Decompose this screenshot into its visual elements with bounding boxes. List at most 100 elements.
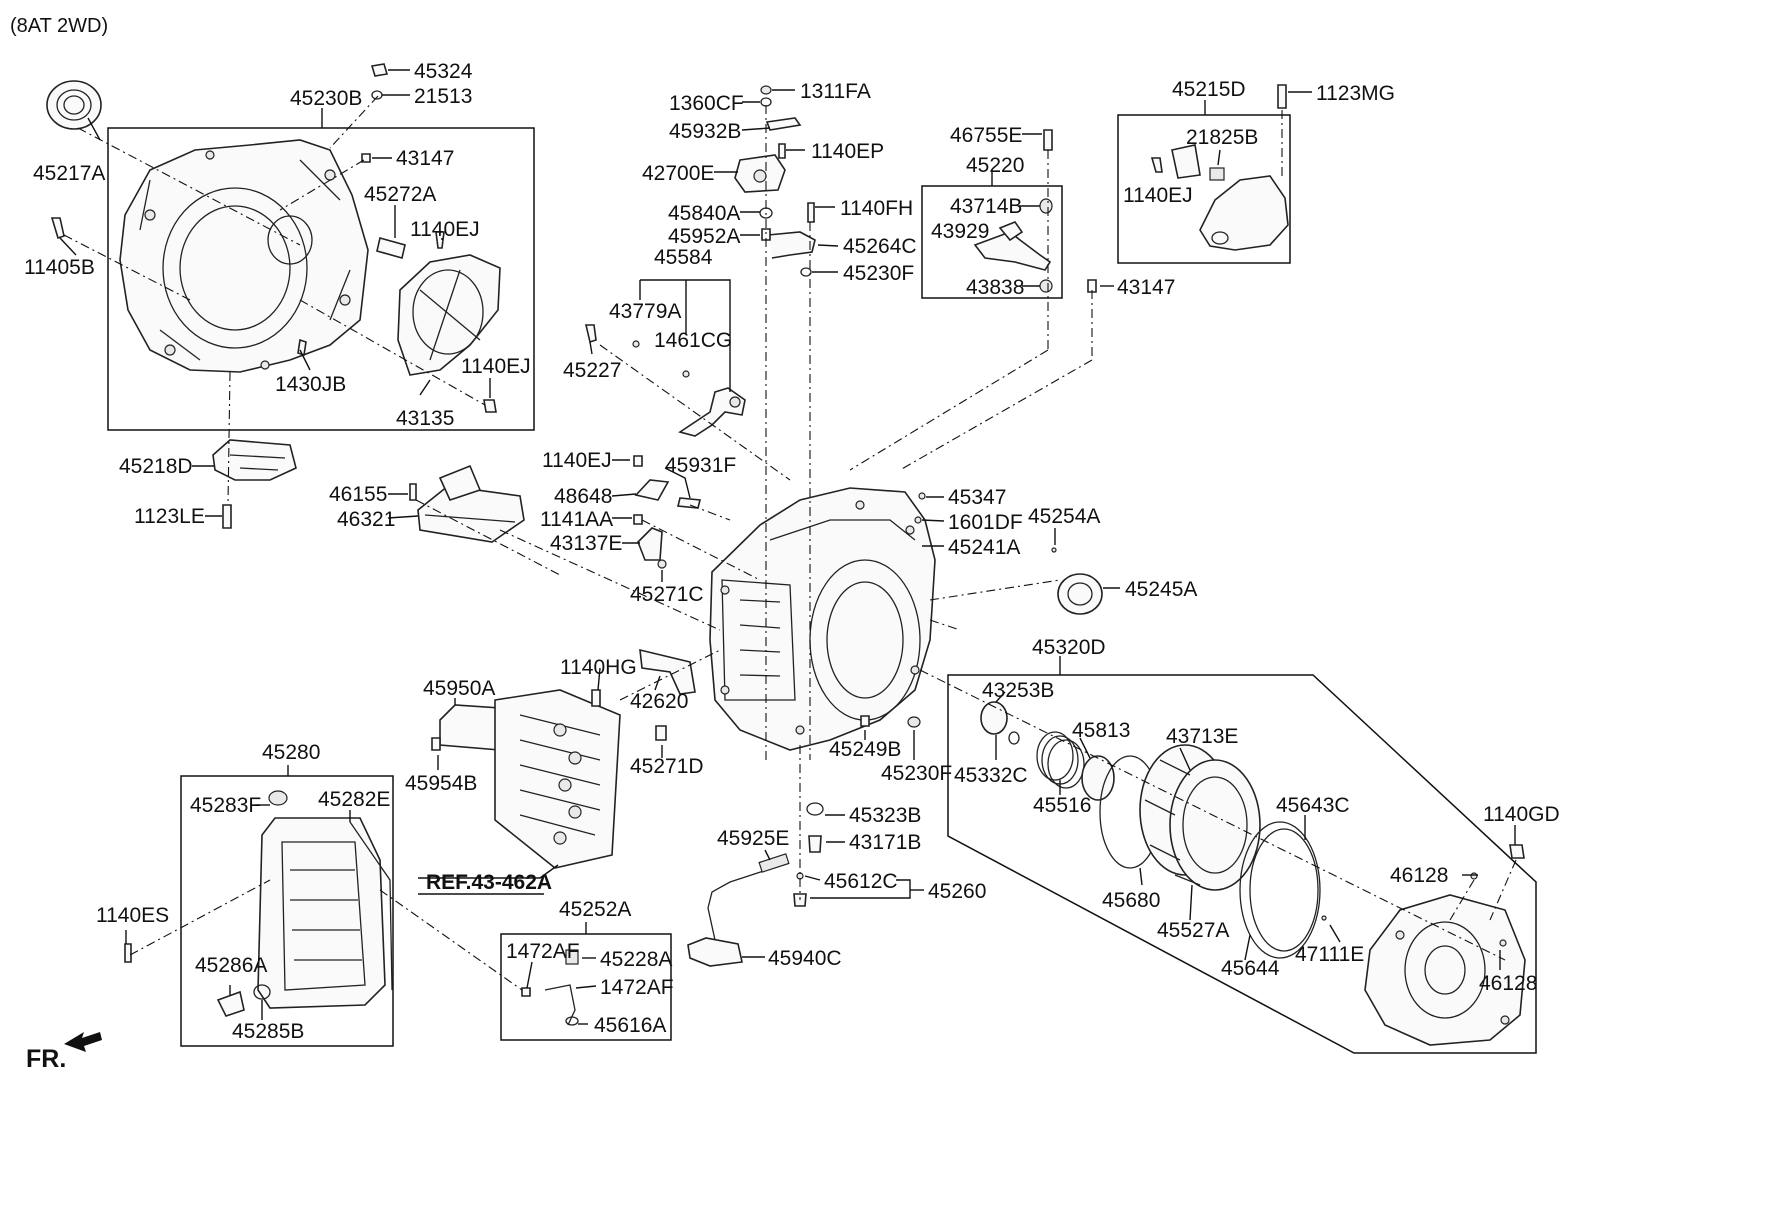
part-label-46128[interactable]: 46128 <box>1390 864 1448 887</box>
part-label-45241A[interactable]: 45241A <box>948 536 1020 559</box>
part-label-45680[interactable]: 45680 <box>1102 889 1160 912</box>
part-label-43135[interactable]: 43135 <box>396 407 454 430</box>
part-label-45252A[interactable]: 45252A <box>559 898 631 921</box>
part-label-45950A[interactable]: 45950A <box>423 677 495 700</box>
part-label-46321[interactable]: 46321 <box>337 508 395 531</box>
part-label-45215D[interactable]: 45215D <box>1172 78 1246 101</box>
part-label-47111E[interactable]: 47111E <box>1295 943 1364 966</box>
part-label-1140FH[interactable]: 1140FH <box>840 197 913 220</box>
part-label-43838[interactable]: 43838 <box>966 276 1024 299</box>
part-label-45217A[interactable]: 45217A <box>33 162 105 185</box>
part-label-1123LE[interactable]: 1123LE <box>134 505 205 528</box>
oil-seal-45217A <box>46 80 102 130</box>
part-label-45286A[interactable]: 45286A <box>195 954 267 977</box>
part-label-46155[interactable]: 46155 <box>329 483 387 506</box>
part-label-46755E[interactable]: 46755E <box>950 124 1022 147</box>
part-label-1140EJ-d[interactable]: 1140EJ <box>542 449 612 472</box>
part-label-43713E[interactable]: 43713E <box>1166 725 1238 748</box>
plug-43171B <box>808 835 822 853</box>
part-label-1140EJ-b[interactable]: 1140EJ <box>461 355 531 378</box>
tube-45264C <box>767 231 816 259</box>
part-label-45282E[interactable]: 45282E <box>318 788 390 811</box>
transmission-case-45241A <box>709 487 936 751</box>
cover-43135 <box>397 254 501 376</box>
part-label-21825B[interactable]: 21825B <box>1186 126 1258 149</box>
part-label-48648[interactable]: 48648 <box>554 485 612 508</box>
part-label-45271C[interactable]: 45271C <box>630 583 704 606</box>
part-label-45254A[interactable]: 45254A <box>1028 505 1100 528</box>
part-label-45932B[interactable]: 45932B <box>669 120 741 143</box>
part-label-45516[interactable]: 45516 <box>1033 794 1091 817</box>
front-direction-marker: FR. <box>26 1032 102 1073</box>
ref-label[interactable]: REF.43-462A <box>426 871 552 894</box>
part-label-43779A[interactable]: 43779A <box>609 300 681 323</box>
part-label-1123MG[interactable]: 1123MG <box>1316 82 1395 105</box>
part-label-45220[interactable]: 45220 <box>966 154 1024 177</box>
part-label-1461CG[interactable]: 1461CG <box>654 329 732 352</box>
part-label-45840A[interactable]: 45840A <box>668 202 740 225</box>
part-label-1360CF[interactable]: 1360CF <box>669 92 744 115</box>
part-label-43171B[interactable]: 43171B <box>849 831 921 854</box>
part-label-45332C[interactable]: 45332C <box>954 764 1028 787</box>
part-label-1472AF[interactable]: 1472AF <box>506 940 580 963</box>
mount-45215D <box>1171 144 1289 251</box>
part-label-1140GD[interactable]: 1140GD <box>1483 803 1560 826</box>
part-label-45643C[interactable]: 45643C <box>1276 794 1350 817</box>
part-label-45954B[interactable]: 45954B <box>405 772 477 795</box>
part-label-1311FA[interactable]: 1311FA <box>800 80 871 103</box>
part-label-45813[interactable]: 45813 <box>1072 719 1130 742</box>
part-label-45940C[interactable]: 45940C <box>768 947 842 970</box>
part-label-45272A[interactable]: 45272A <box>364 183 436 206</box>
part-label-42620[interactable]: 42620 <box>630 690 688 713</box>
part-label-43147[interactable]: 43147 <box>396 147 454 170</box>
part-label-45644[interactable]: 45644 <box>1221 957 1280 980</box>
part-label-43137E[interactable]: 43137E <box>550 532 622 555</box>
part-label-1140HG[interactable]: 1140HG <box>560 656 637 679</box>
part-label-45230F-b[interactable]: 45230F <box>881 762 952 785</box>
part-label-45245A[interactable]: 45245A <box>1125 578 1197 601</box>
part-label-45218D[interactable]: 45218D <box>119 455 193 478</box>
part-label-1140EJ-c[interactable]: 1140EJ <box>1123 184 1193 207</box>
part-label-45323B[interactable]: 45323B <box>849 804 921 827</box>
part-label-1140ES[interactable]: 1140ES <box>96 904 169 927</box>
part-label-1601DF[interactable]: 1601DF <box>948 511 1023 534</box>
part-label-45616A[interactable]: 45616A <box>594 1014 666 1037</box>
part-label-45584[interactable]: 45584 <box>654 246 713 269</box>
part-label-1430JB[interactable]: 1430JB <box>275 373 346 396</box>
part-label-45228A[interactable]: 45228A <box>600 948 672 971</box>
part-label-43714B[interactable]: 43714B <box>950 195 1022 218</box>
part-label-43147-b[interactable]: 43147 <box>1117 276 1175 299</box>
part-label-45280[interactable]: 45280 <box>262 741 320 764</box>
reference-link[interactable]: REF.43-462A <box>418 871 552 895</box>
part-label-46128-b[interactable]: 46128 <box>1479 972 1537 995</box>
part-label-42700E[interactable]: 42700E <box>642 162 714 185</box>
part-label-45320D[interactable]: 45320D <box>1032 636 1106 659</box>
fasteners <box>50 63 1525 997</box>
part-label-45260[interactable]: 45260 <box>928 880 986 903</box>
part-label-43253B[interactable]: 43253B <box>982 679 1054 702</box>
part-label-1140EJ[interactable]: 1140EJ <box>410 218 480 241</box>
bracket-45218D <box>212 439 297 481</box>
part-label-45347[interactable]: 45347 <box>948 486 1006 509</box>
part-label-45285B[interactable]: 45285B <box>232 1020 304 1043</box>
part-label-45925E[interactable]: 45925E <box>717 827 789 850</box>
part-label-43929[interactable]: 43929 <box>931 220 989 243</box>
part-label-1140EP[interactable]: 1140EP <box>811 140 884 163</box>
part-label-45324[interactable]: 45324 <box>414 60 473 83</box>
part-label-45230F[interactable]: 45230F <box>843 262 914 285</box>
part-label-21513[interactable]: 21513 <box>414 85 472 108</box>
part-label-45227[interactable]: 45227 <box>563 359 621 382</box>
part-label-45230B[interactable]: 45230B <box>290 87 362 110</box>
part-label-45283F[interactable]: 45283F <box>190 794 261 817</box>
part-label-11405B[interactable]: 11405B <box>24 256 95 279</box>
part-label-45264C[interactable]: 45264C <box>843 235 917 258</box>
part-label-45931F[interactable]: 45931F <box>665 454 736 477</box>
part-label-1141AA[interactable]: 1141AA <box>540 508 613 531</box>
part-label-45952A[interactable]: 45952A <box>668 225 740 248</box>
part-label-45249B[interactable]: 45249B <box>829 738 901 761</box>
clutch-parts <box>980 701 1115 801</box>
part-label-1472AF-b[interactable]: 1472AF <box>600 976 674 999</box>
part-label-45271D[interactable]: 45271D <box>630 755 704 778</box>
part-label-45612C[interactable]: 45612C <box>824 870 898 893</box>
part-label-45527A[interactable]: 45527A <box>1157 919 1229 942</box>
